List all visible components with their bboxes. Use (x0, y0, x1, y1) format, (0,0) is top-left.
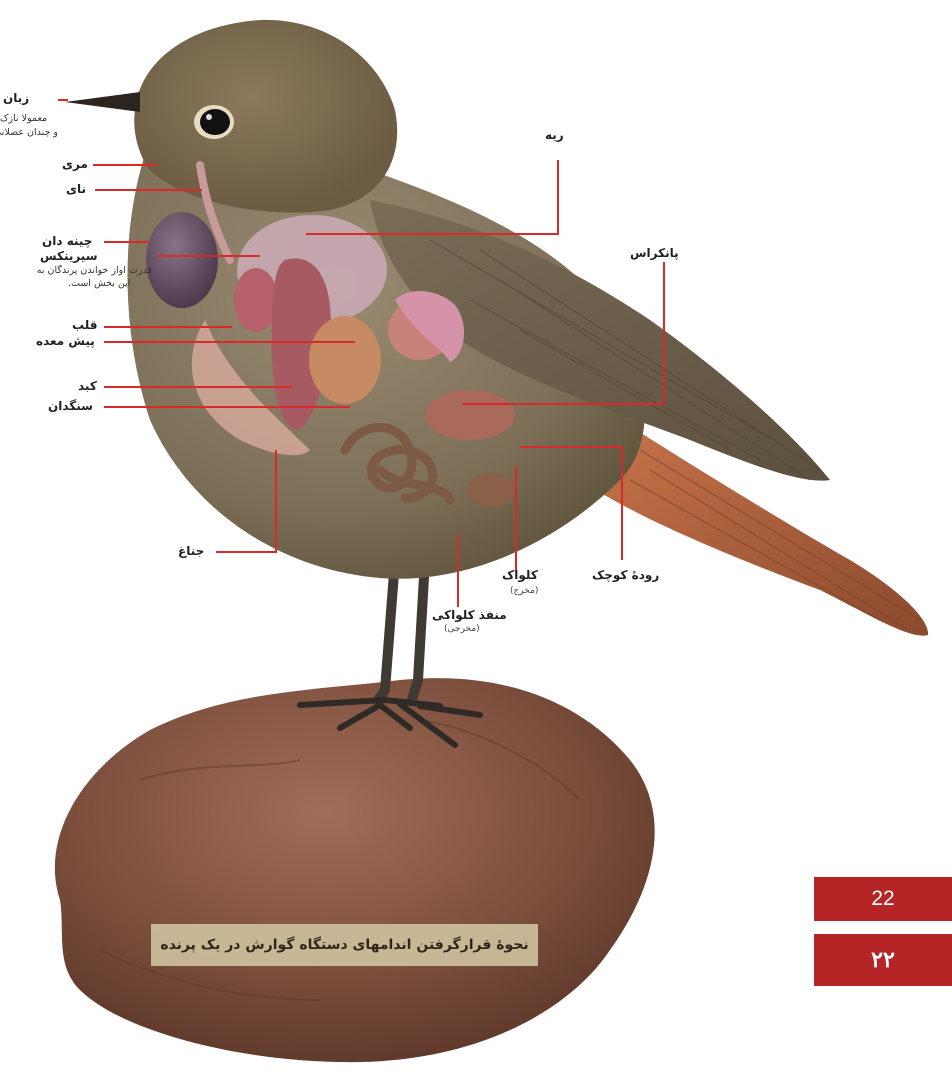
label-cloaca: کلواک (502, 568, 538, 582)
crop-organ (146, 212, 218, 308)
label-small-intestine: رودهٔ کوچک (592, 568, 659, 582)
label-heart: قلب (72, 318, 97, 332)
note-cloaca: (مخرج) (510, 586, 538, 596)
page-number-latin: 22 (814, 877, 952, 921)
label-syrinx: سیرینکس (40, 249, 98, 263)
figure-caption: نحوهٔ قرارگرفتن اندامهای دستگاه گوارش در… (151, 924, 538, 966)
note-syrinx-2: این بخش است. (68, 278, 130, 290)
label-pancreas: پانکراس (630, 246, 679, 260)
note-syrinx-1: قدرت آواز خواندن پرندگان به (0, 265, 152, 277)
label-esophagus: مری (62, 157, 88, 171)
label-liver: کبد (78, 379, 97, 393)
label-proventriculus: پیش معده (36, 334, 95, 348)
bird-head (134, 20, 397, 213)
heart-organ (234, 268, 278, 332)
label-trachea: نای (66, 182, 86, 196)
cloaca-organ (467, 473, 517, 507)
rock (55, 678, 655, 1062)
note-tongue-1: معمولا نازک (0, 113, 47, 125)
proventriculus-organ (309, 316, 381, 404)
note-vent: (مخرجی) (444, 624, 480, 634)
label-tongue: زبان (3, 91, 29, 105)
label-lung: ریه (545, 128, 564, 142)
label-wing: جناغ (178, 544, 204, 558)
legs (378, 560, 425, 700)
note-tongue-2: و چندان عضلانی نیست (0, 127, 58, 139)
small-intestine-organ (425, 390, 515, 440)
beak (65, 92, 140, 112)
label-crop: چینه دان (42, 234, 92, 248)
page-number-persian: ۲۲ (814, 934, 952, 986)
label-vent: منفذ کلواکی (432, 608, 507, 622)
label-gizzard: سنگدان (48, 399, 93, 413)
